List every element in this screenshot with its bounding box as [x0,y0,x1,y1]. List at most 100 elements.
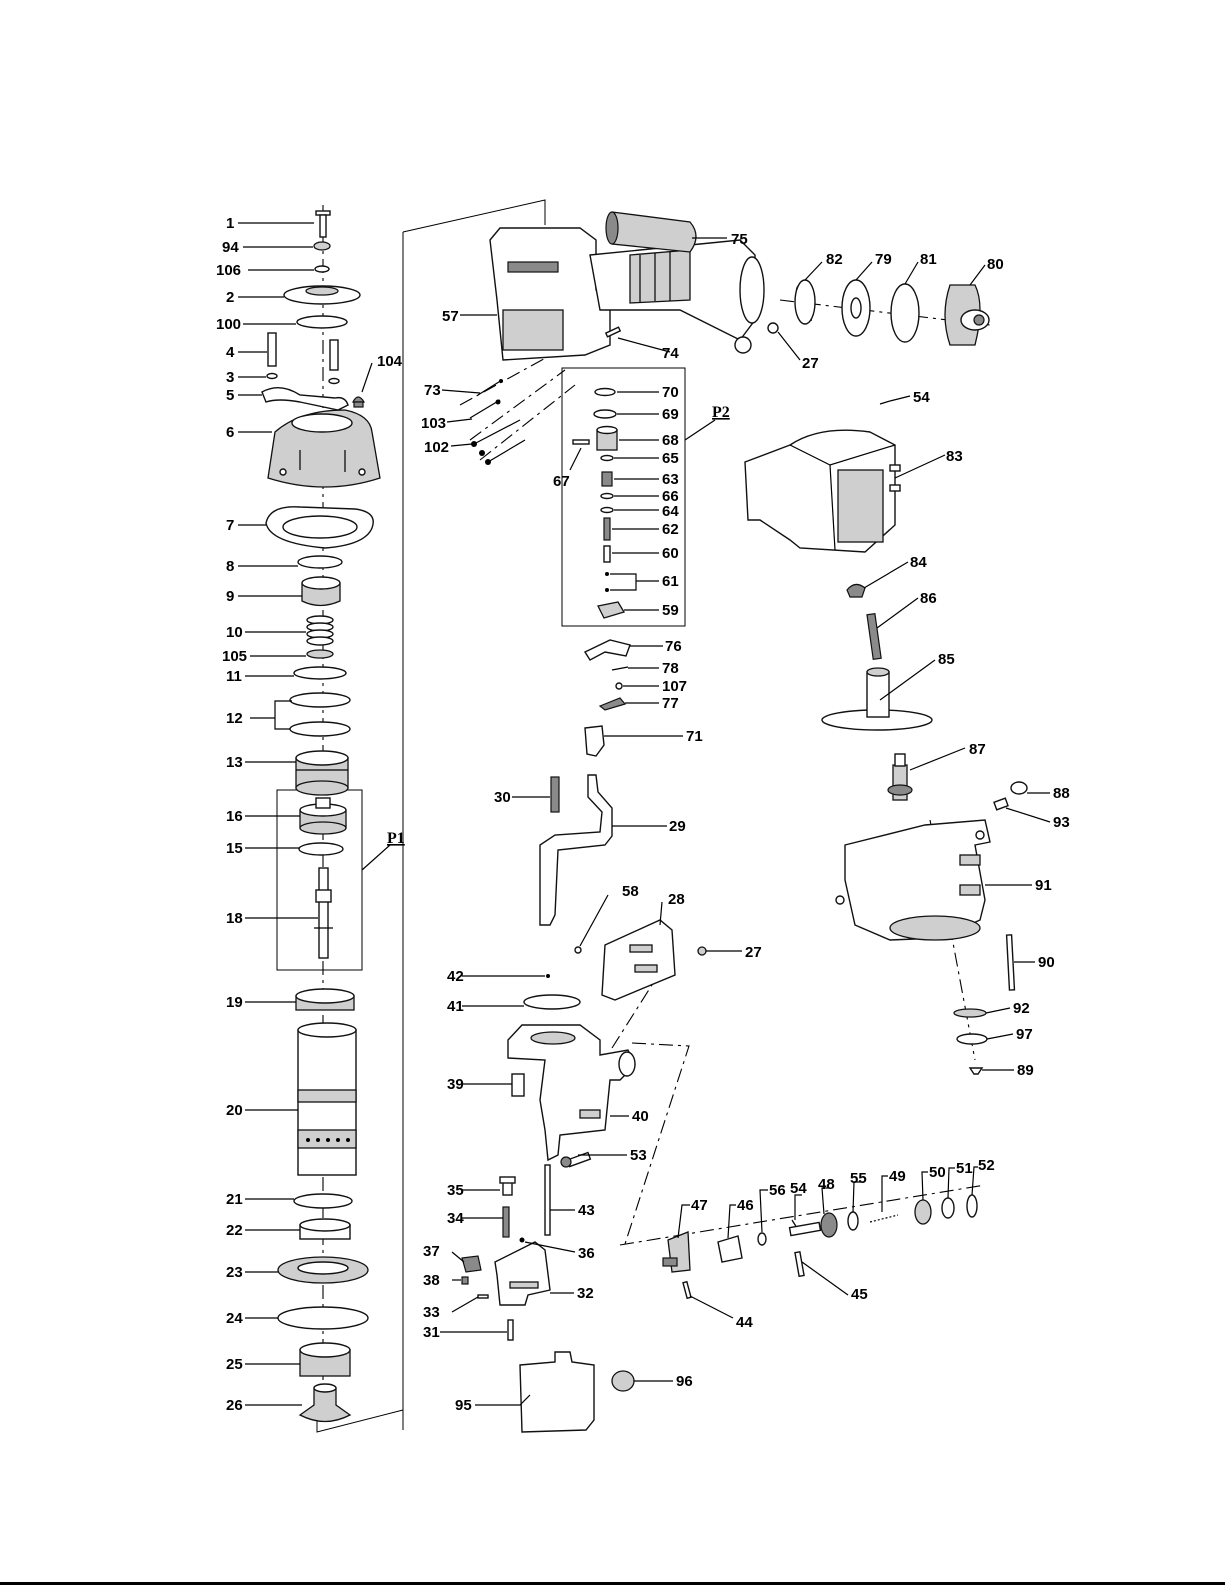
label-92: 92 [1013,1000,1030,1017]
label-40: 40 [632,1108,649,1125]
part-78-pin [611,666,629,671]
part-37-block [461,1255,482,1273]
part-29-contact-arm [539,774,613,926]
part-45-pin [794,1251,805,1278]
part-23-bumper-plate [277,1256,369,1284]
label-57: 57 [442,308,459,325]
label-45: 45 [851,1286,868,1303]
part-44-pin [682,1280,692,1300]
pin-axis-dash [611,965,665,1049]
label-19: 19 [226,994,243,1011]
part-71-contact-top [584,725,605,757]
part-26-bumper-base [298,1383,352,1423]
part-40-nose-housing [507,1024,636,1162]
part-88-washer [1010,781,1028,795]
part-2-cap [283,285,361,305]
label-48: 48 [818,1176,835,1193]
label-81: 81 [920,251,937,268]
part-97-retaining-ring [956,1033,988,1045]
part-68-valve-cap [596,425,618,451]
label-76: 76 [665,638,682,655]
label-97: 97 [1016,1026,1033,1043]
label-58: 58 [622,883,639,900]
label-71: 71 [686,728,703,745]
label-87: 87 [969,741,986,758]
part-13-head-valve [295,750,349,796]
label-105: 105 [222,648,247,665]
part-102-screw [471,419,526,465]
label-54: 54 [913,389,930,406]
callout-labels: 1 94 106 2 100 4 3 5 104 6 7 8 9 10 105 … [216,215,1070,1414]
part-58-ball [574,946,582,954]
part-38-pin [461,1276,469,1285]
label-77: 77 [662,695,679,712]
part-36-ball [519,1237,525,1243]
label-9: 9 [226,588,234,605]
part-1-screw [315,210,331,238]
part-74-pin [604,326,622,338]
label-32: 32 [577,1285,594,1302]
part-92-washer [953,1008,987,1018]
label-88: 88 [1053,785,1070,802]
label-39: 39 [447,1076,464,1093]
part-11-o-ring [293,666,347,680]
label-31: 31 [423,1324,440,1341]
part-21-o-ring [293,1193,353,1209]
part-63-valve-stem [601,471,613,487]
part-84-knob [846,583,866,598]
left-column-parts [261,210,381,1423]
label-62: 62 [662,521,679,538]
part-24-o-ring [277,1306,369,1330]
label-6: 6 [226,424,234,441]
part-65-o-ring [600,454,614,462]
part-60-pin [603,545,611,563]
label-52: 52 [978,1157,995,1174]
label-16: 16 [226,808,243,825]
label-15: 15 [226,840,243,857]
label-61: 61 [662,573,679,590]
part-64-o-ring [600,506,614,514]
part-9-valve-body [301,576,341,607]
part-5-handle-link [261,387,349,411]
label-29: 29 [669,818,686,835]
part-85-canister-plate [821,667,933,731]
label-26: 26 [226,1397,243,1414]
label-75: 75 [731,231,748,248]
label-91: 91 [1035,877,1052,894]
label-27-top: 27 [802,355,819,372]
part-8-o-ring [297,555,343,569]
label-66: 66 [662,488,679,505]
part-27-washer [697,946,707,956]
part-3-washer [266,372,278,380]
part-25-bumper [299,1342,351,1377]
label-100: 100 [216,316,241,333]
label-84: 84 [910,554,927,571]
label-65: 65 [662,450,679,467]
part-100-o-ring [296,315,348,329]
part-16-piston [299,797,347,835]
label-33: 33 [423,1304,440,1321]
part-51-o-ring [941,1197,955,1219]
part-57-housing [489,227,765,361]
label-11: 11 [226,668,242,685]
label-group-p2: P2 [712,404,730,421]
frame-line-top [402,199,546,233]
part-19-cylinder-ring [295,988,355,1011]
label-35: 35 [447,1182,464,1199]
label-106: 106 [216,262,241,279]
part-61-o-ring-a [605,572,609,576]
label-8: 8 [226,558,234,575]
part-35-safety-top [499,1176,516,1196]
part-90-pin [1005,934,1016,991]
part-31-screw [507,1319,514,1341]
center-column-parts [461,211,779,1433]
part-70-o-ring [594,387,616,397]
label-85: 85 [938,651,955,668]
label-86: 86 [920,590,937,607]
part-91-magazine-canister [835,819,991,941]
group-p2-parts [572,387,625,619]
part-83-magazine-cover [744,429,901,553]
part-3-washer-2 [328,377,340,385]
label-69: 69 [662,406,679,423]
